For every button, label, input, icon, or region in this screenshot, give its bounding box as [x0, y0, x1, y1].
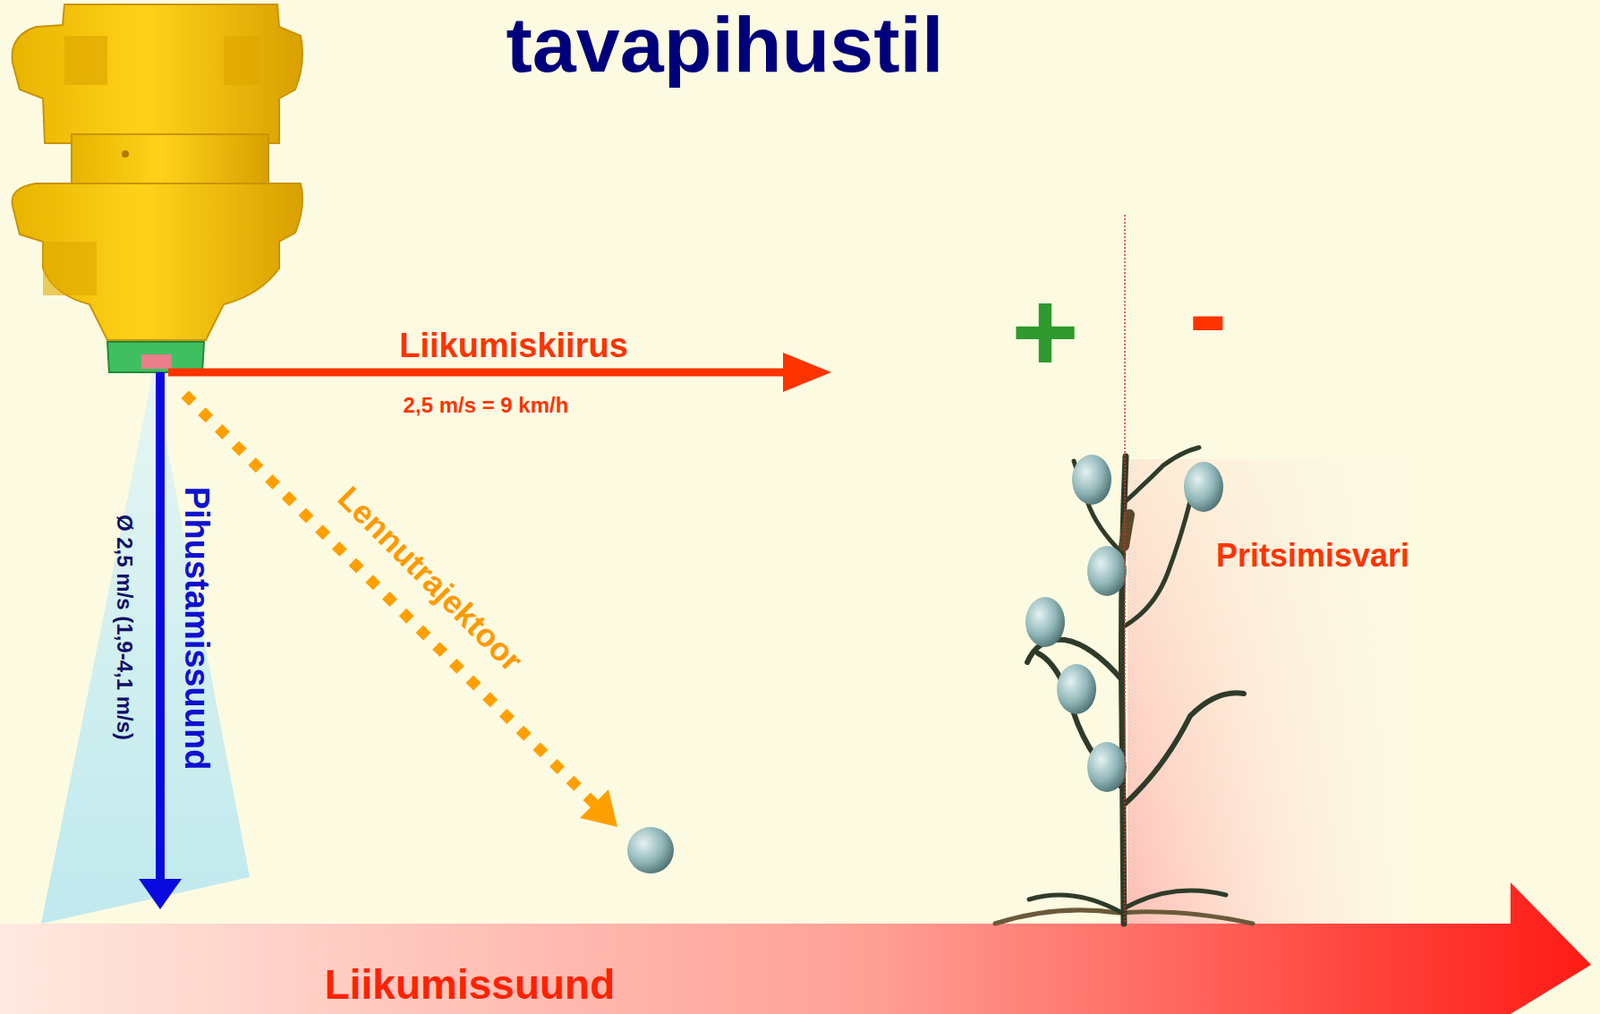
minus-sign: -: [1188, 249, 1227, 378]
spray-speed-value: Ø 2,5 m/s (1,9-4,1 m/s): [112, 514, 137, 741]
speed-arrow: [168, 368, 792, 377]
droplet: [627, 826, 674, 874]
title: tavapihustil: [506, 1, 945, 89]
divider-line: [1123, 214, 1126, 924]
trajectory-label: Lennutrajektoor: [331, 479, 530, 679]
spray-shadow: [1127, 459, 1398, 924]
movement-direction-label: Liikumissuund: [324, 961, 616, 1008]
spray-direction-label: Pihustamissuund: [177, 486, 215, 771]
plant: [995, 447, 1253, 924]
spray-cone: [41, 372, 250, 924]
speed-value: 2,5 m/s = 9 km/h: [403, 393, 570, 418]
arrowhead: [579, 789, 618, 827]
speed-label: Liikumiskiirus: [399, 327, 629, 366]
arrowhead: [782, 352, 832, 392]
trajectory-line: [181, 391, 599, 809]
arrowhead: [138, 878, 182, 910]
plus-sign: +: [1011, 267, 1080, 396]
spray-shadow-fade: [1127, 459, 1398, 924]
nozzle: [12, 4, 303, 373]
spray-direction-arrow: [155, 372, 165, 882]
spray-shadow-label: Pritsimisvari: [1216, 537, 1410, 574]
